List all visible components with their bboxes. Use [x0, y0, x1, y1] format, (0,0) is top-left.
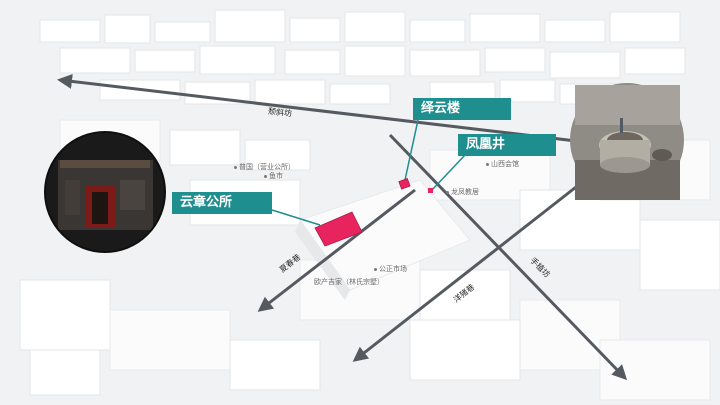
street-xiachuanxiang-line: [257, 188, 416, 312]
street-yangzhuxiang-line: [352, 178, 586, 362]
poi-dot-icon: [486, 162, 489, 166]
poi-longfengjiaotang: 龙凤教居: [446, 187, 479, 197]
poi-dot-icon: [234, 165, 237, 169]
callout-fenghuangjing[interactable]: 凤凰井: [458, 134, 556, 156]
right-photo: [570, 83, 684, 200]
poi-yushi-label: 鱼市: [269, 172, 283, 180]
building-cluster-top: [39, 9, 686, 105]
callout-fenghuangjing-label: 凤凰井: [466, 137, 506, 152]
landmark-yunzhanggongsuo-shape: [314, 211, 363, 247]
street-shouzhifang-line: [388, 133, 628, 381]
poi-dot-icon: [374, 267, 377, 271]
poi-shanxihuiguan-label: 山西会馆: [491, 160, 519, 168]
poi-yushi: 鱼市: [264, 171, 283, 181]
callout-yunyunlou-label: 绎云楼: [421, 101, 461, 116]
landmark-yunyunlou-shape: [398, 178, 411, 190]
landmark-highlights: [314, 178, 433, 247]
poi-gongchengshichang-label: 公正市场: [379, 265, 407, 273]
left-photo: [44, 131, 166, 253]
poi-dot-icon: [264, 174, 267, 178]
landmark-fenghuangjing-shape: [428, 188, 433, 193]
poi-dot-icon: [446, 190, 449, 194]
callout-yunyunlou[interactable]: 绎云楼: [413, 98, 511, 120]
street-label-hongxiefang: 颓斜坊: [267, 106, 293, 119]
callout-yunzhanggongsuo-label: 云章公所: [180, 195, 233, 210]
poi-pujiao: 普国（营业公所）: [234, 162, 295, 172]
poi-longfengjiaotang-label: 龙凤教居: [451, 188, 479, 196]
poi-jiachanzhaijia: 欧产吉家（林氏宗墅）: [314, 277, 384, 287]
poi-pujiao-label: 普国（营业公所）: [239, 163, 295, 171]
poi-gongchengshichang: 公正市场: [374, 264, 407, 274]
poi-jiachanzhaijia-label: 欧产吉家（林氏宗墅）: [314, 278, 384, 286]
callout-connectors: [271, 119, 466, 226]
callout-yunzhanggongsuo[interactable]: 云章公所: [172, 192, 272, 214]
poi-shanxihuiguan: 山西会馆: [486, 159, 519, 169]
